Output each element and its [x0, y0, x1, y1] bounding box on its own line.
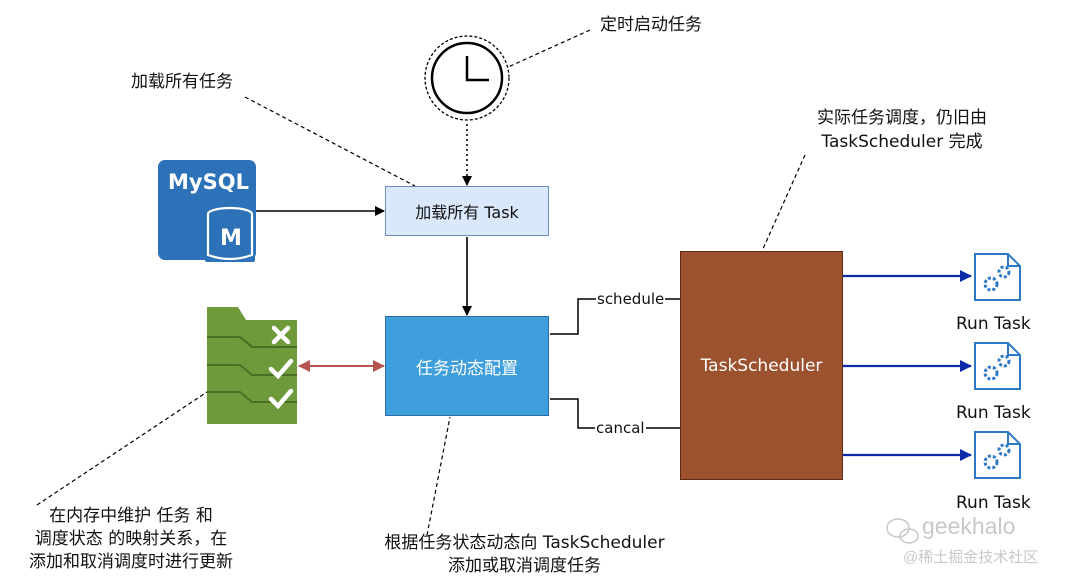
dynamic-config-node[interactable]: 任务动态配置: [385, 316, 549, 416]
cancal-edge-label: cancal: [595, 417, 646, 439]
mysql-badge-letter: M: [220, 226, 242, 251]
annotation-dynamic-line1: 根据任务状态动态向 TaskScheduler: [384, 533, 665, 553]
dynamic-config-label: 任务动态配置: [416, 358, 518, 379]
annotation-memory-line3: 添加和取消调度时进行更新: [29, 552, 233, 572]
run-task-label-3: Run Task: [956, 493, 1031, 513]
mysql-logo-text: MySQL: [168, 170, 249, 194]
annotation-leader-timer: [505, 29, 591, 69]
annotation-actual-scheduling: 实际任务调度，仍旧由 TaskScheduler 完成: [782, 106, 1022, 154]
annotation-actual-scheduling-line1: 实际任务调度，仍旧由: [817, 108, 987, 128]
load-all-tasks-label: 加载所有 Task: [415, 203, 519, 222]
annotation-actual-scheduling-line2: TaskScheduler 完成: [821, 132, 983, 152]
annotation-dynamic-scheduling: 根据任务状态动态向 TaskScheduler 添加或取消调度任务: [362, 532, 687, 578]
run-task-label-2: Run Task: [956, 403, 1031, 423]
load-all-tasks-node[interactable]: 加载所有 Task: [385, 186, 549, 236]
run-task-icon-2: [974, 342, 1021, 390]
schedule-edge-label: schedule: [596, 288, 666, 310]
run-task-icon-1: [974, 253, 1021, 301]
annotation-leader-load: [244, 96, 416, 187]
annotation-leader-actual: [761, 154, 806, 252]
annotation-timer-start: 定时启动任务: [600, 15, 702, 35]
run-task-icon-3: [974, 431, 1021, 479]
run-task-label-1: Run Task: [956, 314, 1031, 334]
watermark-source: @稀土掘金技术社区: [903, 549, 1039, 566]
annotation-leader-memory: [36, 389, 211, 506]
watermark-name: geekhalo: [922, 513, 1016, 539]
annotation-leader-dynamic: [426, 416, 451, 536]
task-scheduler-label: TaskScheduler: [700, 355, 823, 376]
mysql-database-icon: [158, 160, 256, 262]
clock-icon: [424, 35, 510, 121]
checklist-document-icon: [207, 307, 297, 424]
wechat-watermark-icon: [886, 518, 919, 544]
annotation-memory-line2: 调度状态 的映射关系，在: [34, 529, 228, 549]
annotation-dynamic-line2: 添加或取消调度任务: [448, 556, 601, 576]
annotation-memory-line1: 在内存中维护 任务 和: [49, 506, 213, 526]
task-scheduler-node[interactable]: TaskScheduler: [680, 251, 843, 480]
annotation-memory-mapping: 在内存中维护 任务 和 调度状态 的映射关系，在 添加和取消调度时进行更新: [2, 505, 260, 574]
annotation-load-all-tasks: 加载所有任务: [131, 72, 233, 92]
